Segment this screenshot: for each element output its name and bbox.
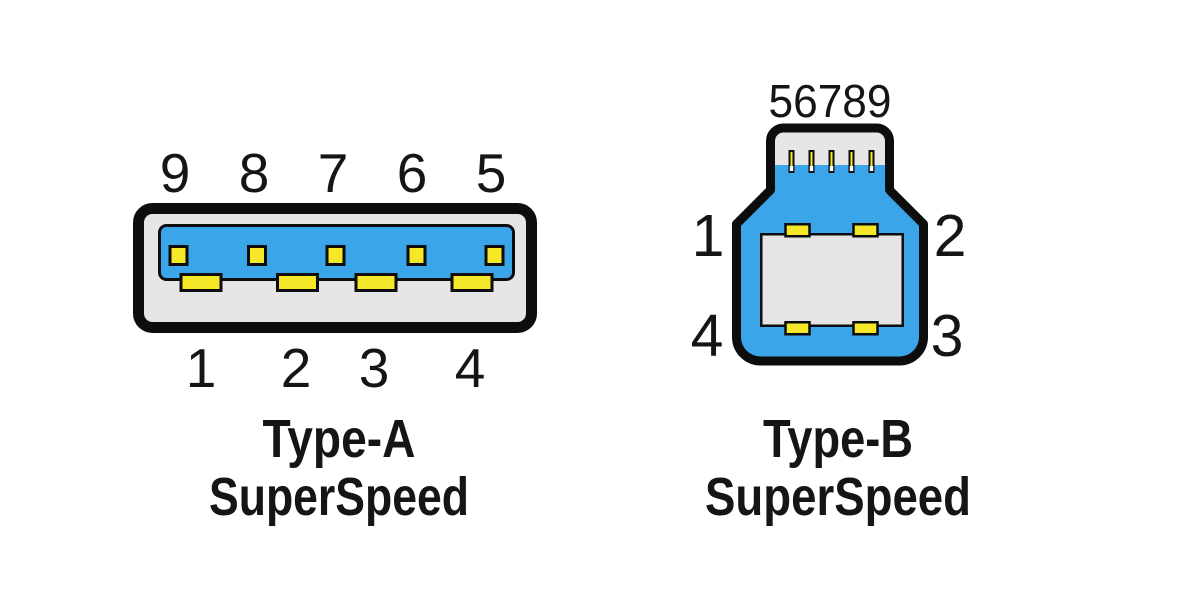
type-a-pin-5 [484,245,505,266]
type-b-pin-4 [784,321,811,336]
type-a-pin-1 [179,273,223,292]
type-b-pin-6-tip [809,166,814,171]
type-b-pin-2 [852,223,879,238]
type-a-pin-6 [406,245,427,266]
type-b-pin-label-4: 4 [691,303,724,369]
type-a-pin-label-1: 1 [186,337,217,399]
usb-type-a-connector: 9 8 7 6 5 1 2 3 4 Typ [133,142,537,527]
type-a-pin-label-2: 2 [281,337,312,399]
type-b-pin-label-2: 2 [934,203,967,269]
type-b-title: Type-B [763,409,913,469]
type-a-pin-label-6: 6 [397,142,428,204]
type-a-pin-label-5: 5 [476,142,507,204]
type-b-pin-3 [852,321,879,336]
type-a-pin-3 [354,273,398,292]
type-b-subtitle: SuperSpeed [705,467,971,527]
type-b-pin-label-3: 3 [931,303,964,369]
type-b-pin-5-tip [789,166,794,171]
type-b-pin-7-tip [829,166,834,171]
type-b-neck-gray-area [775,132,885,165]
type-a-pin-9 [168,245,189,266]
type-b-body-outline [732,123,928,366]
type-a-pin-7 [325,245,346,266]
type-a-pin-label-9: 9 [160,142,191,204]
type-b-inner-plate [760,233,904,327]
type-a-subtitle: SuperSpeed [209,467,469,527]
type-a-pin-4 [450,273,494,292]
type-b-pin-8-tip [849,166,854,171]
type-a-pin-8 [247,245,267,266]
type-b-pin-label-1: 1 [692,203,725,269]
type-b-pin-9-tip [869,166,874,171]
type-a-title: Type-A [263,409,416,469]
type-b-pin-9 [868,150,875,173]
type-b-top-pins-label: 56789 [769,75,892,127]
type-a-pin-label-4: 4 [455,337,486,399]
type-b-pin-1 [784,223,811,238]
usb-type-b-connector: 56789 [691,75,971,527]
type-b-pin-7 [828,150,835,173]
type-b-pin-5 [788,150,795,173]
type-a-pin-2 [276,273,319,292]
type-a-pin-label-7: 7 [318,142,349,204]
type-a-pin-label-8: 8 [239,142,270,204]
type-b-pin-6 [808,150,815,173]
type-b-pin-8 [848,150,855,173]
type-a-pin-label-3: 3 [359,337,390,399]
type-b-superspeed-pins [788,150,875,173]
